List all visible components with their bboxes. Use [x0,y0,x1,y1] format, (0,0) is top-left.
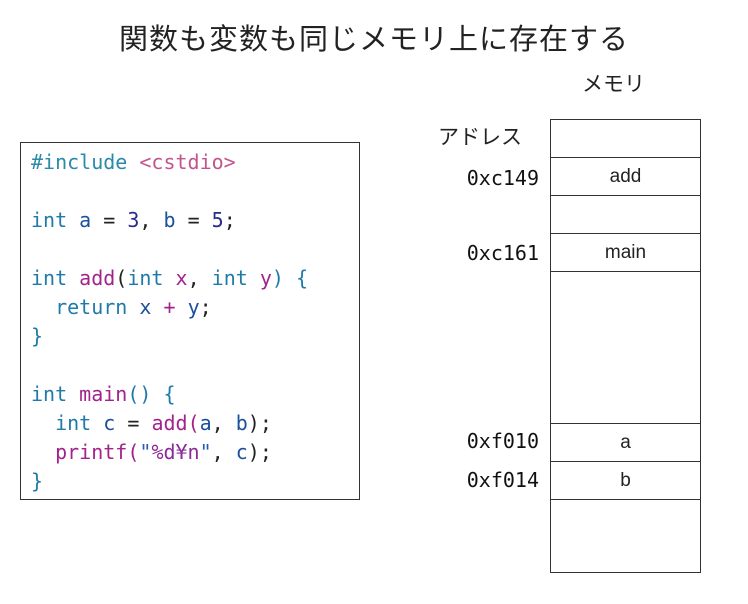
punctuation: () { [127,382,176,406]
memory-cell [551,196,700,234]
punctuation: ); [247,411,272,435]
code-line-globals: int a = 3, b = 5; [31,206,236,235]
punctuation: ; [223,208,236,232]
memory-cell-main: main [551,234,700,272]
address-label: 0xf010 [466,429,539,453]
code-line-add-signature: int add(int x, int y) { [31,264,308,293]
memory-cell-b: b [551,462,700,500]
punctuation: , [211,440,236,464]
punctuation: ; [199,295,212,319]
punctuation: ( [127,440,140,464]
punctuation: ( [115,266,128,290]
code-line-close-brace: } [31,467,43,496]
function-name-main: main [79,382,128,406]
identifier-b: b [163,208,176,232]
operator: + [151,295,188,319]
memory-block: add main a b [550,119,701,573]
type-keyword: int [211,266,248,290]
diagram-title: 関数も変数も同じメモリ上に存在する [118,22,629,56]
code-line-main-signature: int main() { [31,380,176,409]
code-line-return: return x + y; [31,293,212,322]
address-label: 0xc161 [466,241,539,265]
type-keyword: int [127,266,164,290]
parameter-y: y [259,266,272,290]
punctuation: ( [187,411,200,435]
memory-cell [551,120,700,158]
parameter-x: x [175,266,188,290]
closing-brace: } [31,469,44,493]
memory-cell-a: a [551,424,700,462]
operator: = [115,411,152,435]
code-line-close-brace: } [31,322,43,351]
punctuation: , [187,266,212,290]
operator: = [175,208,212,232]
function-name-add: add [79,266,116,290]
code-line-include: #include <cstdio> [31,148,236,177]
type-keyword: int [31,266,68,290]
string-quote: " [139,440,152,464]
number-literal: 5 [211,208,224,232]
string-quote: " [199,440,212,464]
identifier-c: c [235,440,248,464]
function-call-printf: printf [55,440,128,464]
preprocessor-directive: #include [31,150,128,174]
type-keyword: int [55,411,92,435]
memory-cell [551,272,700,424]
code-line-call-add: int c = add(a, b); [31,409,272,438]
address-header: アドレス [438,125,522,149]
include-header: <cstdio> [139,150,236,174]
code-line-printf: printf("%d¥n", c); [31,438,272,467]
closing-brace: } [31,324,44,348]
number-literal: 3 [127,208,140,232]
code-listing: #include <cstdio> int a = 3, b = 5; int … [20,142,360,500]
memory-cell-add: add [551,158,700,196]
identifier-a: a [79,208,92,232]
return-keyword: return [55,295,128,319]
identifier-a: a [199,411,212,435]
function-call-add: add [151,411,188,435]
punctuation: , [139,208,164,232]
memory-label: メモリ [582,72,645,96]
type-keyword: int [31,382,68,406]
format-string: %d¥n [151,440,200,464]
identifier-x: x [139,295,152,319]
address-label: 0xc149 [466,166,539,190]
identifier-b: b [235,411,248,435]
type-keyword: int [31,208,68,232]
address-label: 0xf014 [466,468,539,492]
identifier-y: y [187,295,200,319]
punctuation: , [211,411,236,435]
punctuation: ); [247,440,272,464]
identifier-c: c [103,411,116,435]
punctuation: ) { [271,266,308,290]
operator: = [91,208,128,232]
